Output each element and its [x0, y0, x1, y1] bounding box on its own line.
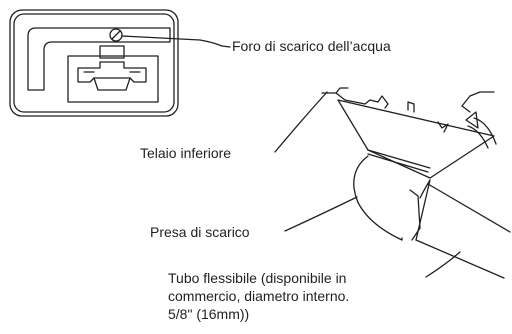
drain-socket-label: Presa di scarico: [150, 224, 250, 240]
hose-label-line3: 5/8" (16mm)): [168, 306, 250, 322]
lower-frame-label: Telaio inferiore: [140, 145, 232, 161]
drain-assembly: [321, 87, 511, 279]
lower-frame-leader: [274, 91, 328, 153]
hose-label-line2: commercio, diametro interno.: [168, 288, 350, 304]
hose-label-line1: Tubo flessibile (disponibile in: [168, 270, 347, 286]
hose-leader: [425, 251, 461, 278]
drain-socket-leader: [284, 196, 358, 232]
drain-hole-icon: [109, 28, 123, 42]
drain-hole-leader: [121, 35, 231, 48]
drain-hole-location-inset: [9, 9, 179, 117]
drain-hole-label: Foro di scarico dell’acqua: [232, 38, 391, 54]
curved-arrow-icon: [465, 111, 497, 149]
